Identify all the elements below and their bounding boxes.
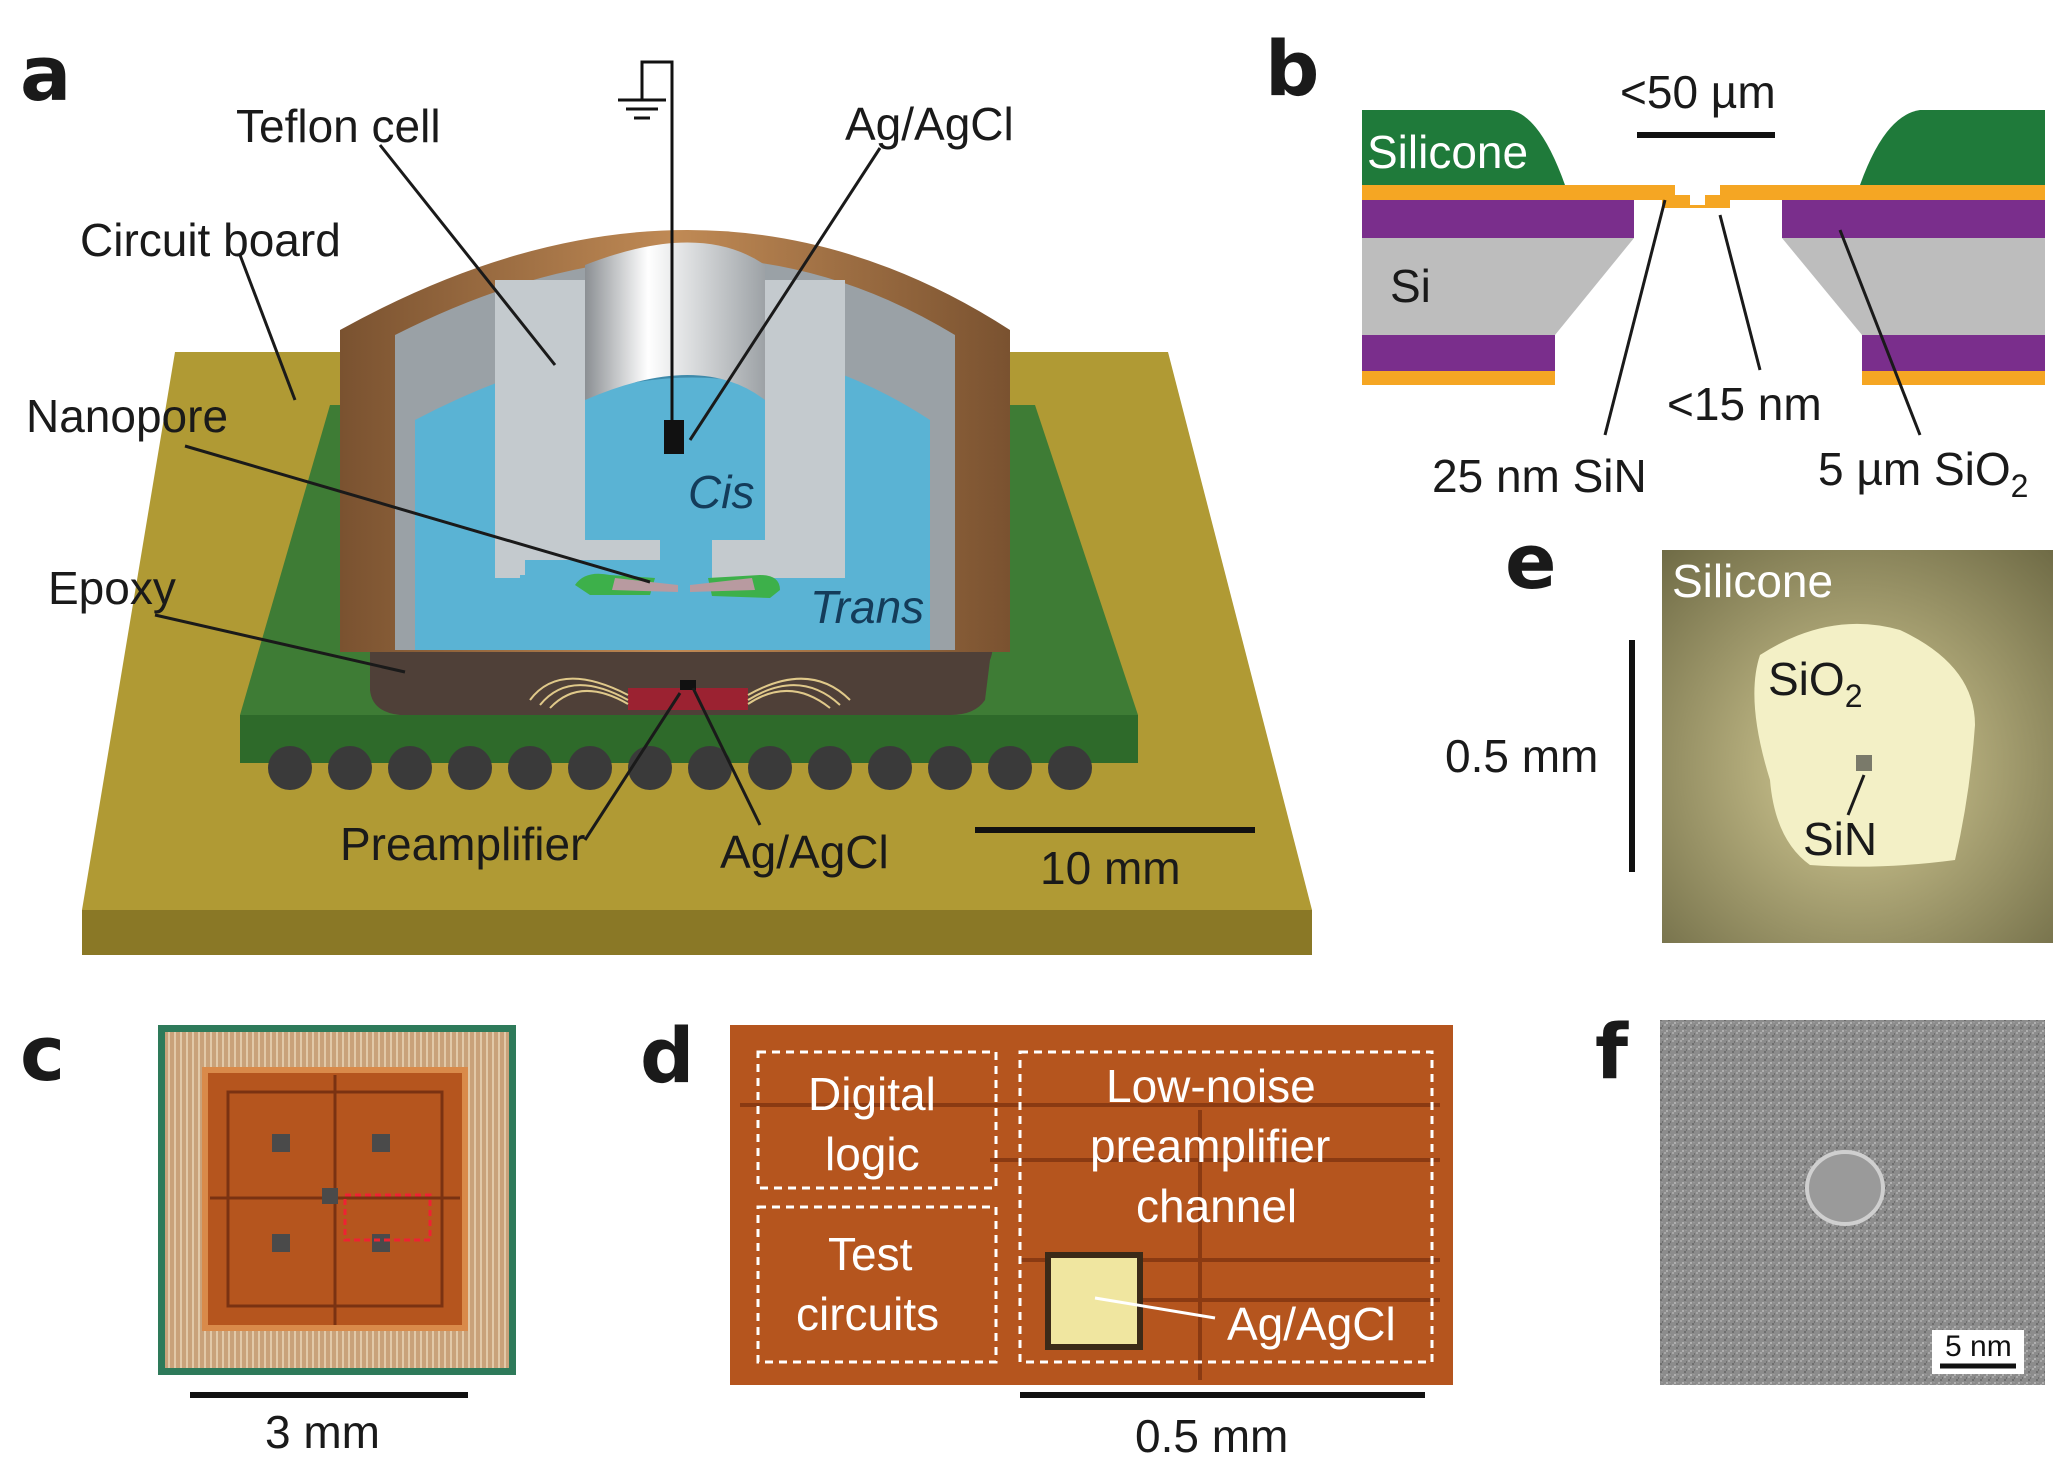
leader-line-d — [1094, 1296, 1216, 1320]
panel-d-letter: d — [640, 1011, 694, 1100]
sio2-window — [1754, 623, 1975, 867]
scale-label-a: 10 mm — [1040, 842, 1181, 894]
scale-label-e: 0.5 mm — [1445, 730, 1598, 782]
panel-d: d Digital logic Test circuits Low-noise … — [640, 1011, 1453, 1462]
panel-c: c 3 mm — [20, 1009, 516, 1458]
label-sin-e: SiN — [1803, 813, 1877, 865]
sio2-top-right — [1782, 200, 2045, 238]
label-ag-agcl-top: Ag/AgCl — [845, 98, 1014, 150]
highlight-box-c — [343, 1193, 432, 1242]
panel-f-letter: f — [1595, 1007, 1629, 1096]
panel-c-letter: c — [20, 1009, 65, 1098]
solder-balls — [268, 746, 1092, 790]
panel-e-letter: e — [1505, 517, 1557, 606]
ag-agcl-bottom-electrode — [680, 680, 696, 690]
panel-b-letter: b — [1265, 24, 1319, 113]
sin-bottom-left — [1362, 371, 1555, 385]
label-epoxy: Epoxy — [48, 562, 176, 614]
panel-e: e Silicone SiO2 SiN 0.5 mm — [1445, 517, 2053, 943]
sio2-top-left — [1362, 200, 1634, 238]
label-pore-size: <15 nm — [1667, 378, 1822, 430]
label-sin-thickness: 25 nm SiN — [1432, 450, 1647, 502]
silicone-left — [1362, 110, 1565, 185]
scale-label-f: 5 nm — [1945, 1330, 2012, 1363]
circuit-board-front — [240, 715, 1138, 763]
nanopore-tem — [1805, 1150, 1885, 1226]
label-lownoise-3: channel — [1136, 1180, 1297, 1232]
si-left — [1362, 238, 1634, 335]
region-preamp-channel — [1018, 1050, 1434, 1364]
label-digital-2: logic — [825, 1128, 920, 1180]
scale-label-c: 3 mm — [265, 1406, 380, 1458]
sio2-bottom-left — [1362, 335, 1555, 371]
label-lownoise-2: preamplifier — [1090, 1120, 1330, 1172]
bond-wires — [529, 677, 851, 709]
label-circuit-board: Circuit board — [80, 214, 341, 266]
epoxy — [366, 632, 993, 715]
panel-f: f 5 nm — [1595, 1007, 2045, 1385]
region-digital-logic — [756, 1050, 998, 1190]
teflon-cell-right — [712, 280, 845, 578]
preamplifier — [628, 688, 748, 710]
sin-bottom-right — [1862, 371, 2045, 385]
panel-a-letter: a — [20, 29, 71, 118]
leader-lines-a — [154, 144, 882, 841]
sin-layer — [1362, 185, 2045, 208]
silicone-right — [1860, 110, 2045, 185]
leader-line-e — [1846, 774, 1866, 816]
ag-agcl-top-electrode — [664, 420, 684, 454]
label-silicone-b: Silicone — [1367, 126, 1528, 178]
label-cis: Cis — [688, 466, 754, 518]
label-ag-agcl-bottom: Ag/AgCl — [720, 826, 889, 878]
label-ag-agcl-d: Ag/AgCl — [1227, 1298, 1396, 1350]
region-test-circuits — [756, 1205, 998, 1364]
teflon-cell — [495, 280, 660, 578]
label-nanopore: Nanopore — [26, 390, 228, 442]
label-lownoise-1: Low-noise — [1106, 1060, 1316, 1112]
si-right — [1782, 238, 2045, 335]
panel-a: a — [20, 29, 1312, 955]
teflon-cylinder — [585, 242, 765, 400]
ag-agcl-pad — [1045, 1252, 1143, 1350]
label-sio2-thickness: 5 µm SiO2 — [1818, 443, 2028, 504]
sin-membrane — [1856, 755, 1872, 771]
scale-label-b: <50 µm — [1620, 66, 1776, 118]
base-board-front — [82, 910, 1312, 955]
scale-label-d: 0.5 mm — [1135, 1410, 1288, 1462]
panel-b: b <50 µm Silicone Si 25 nm SiN <15 nm 5 … — [1265, 24, 2045, 504]
label-silicone-e: Silicone — [1672, 555, 1833, 607]
label-test-1: Test — [828, 1228, 913, 1280]
label-trans: Trans — [810, 581, 924, 633]
label-si: Si — [1390, 260, 1431, 312]
label-preamplifier: Preamplifier — [340, 818, 585, 870]
leader-lines-b — [1603, 199, 1922, 436]
ground-electrode — [618, 60, 684, 454]
label-digital-1: Digital — [808, 1068, 936, 1120]
label-test-2: circuits — [796, 1288, 939, 1340]
nanopore-chip — [575, 573, 780, 598]
region-boxes-d — [756, 1050, 1434, 1364]
label-sio2-e: SiO2 — [1768, 653, 1862, 714]
label-teflon-cell: Teflon cell — [236, 100, 441, 152]
